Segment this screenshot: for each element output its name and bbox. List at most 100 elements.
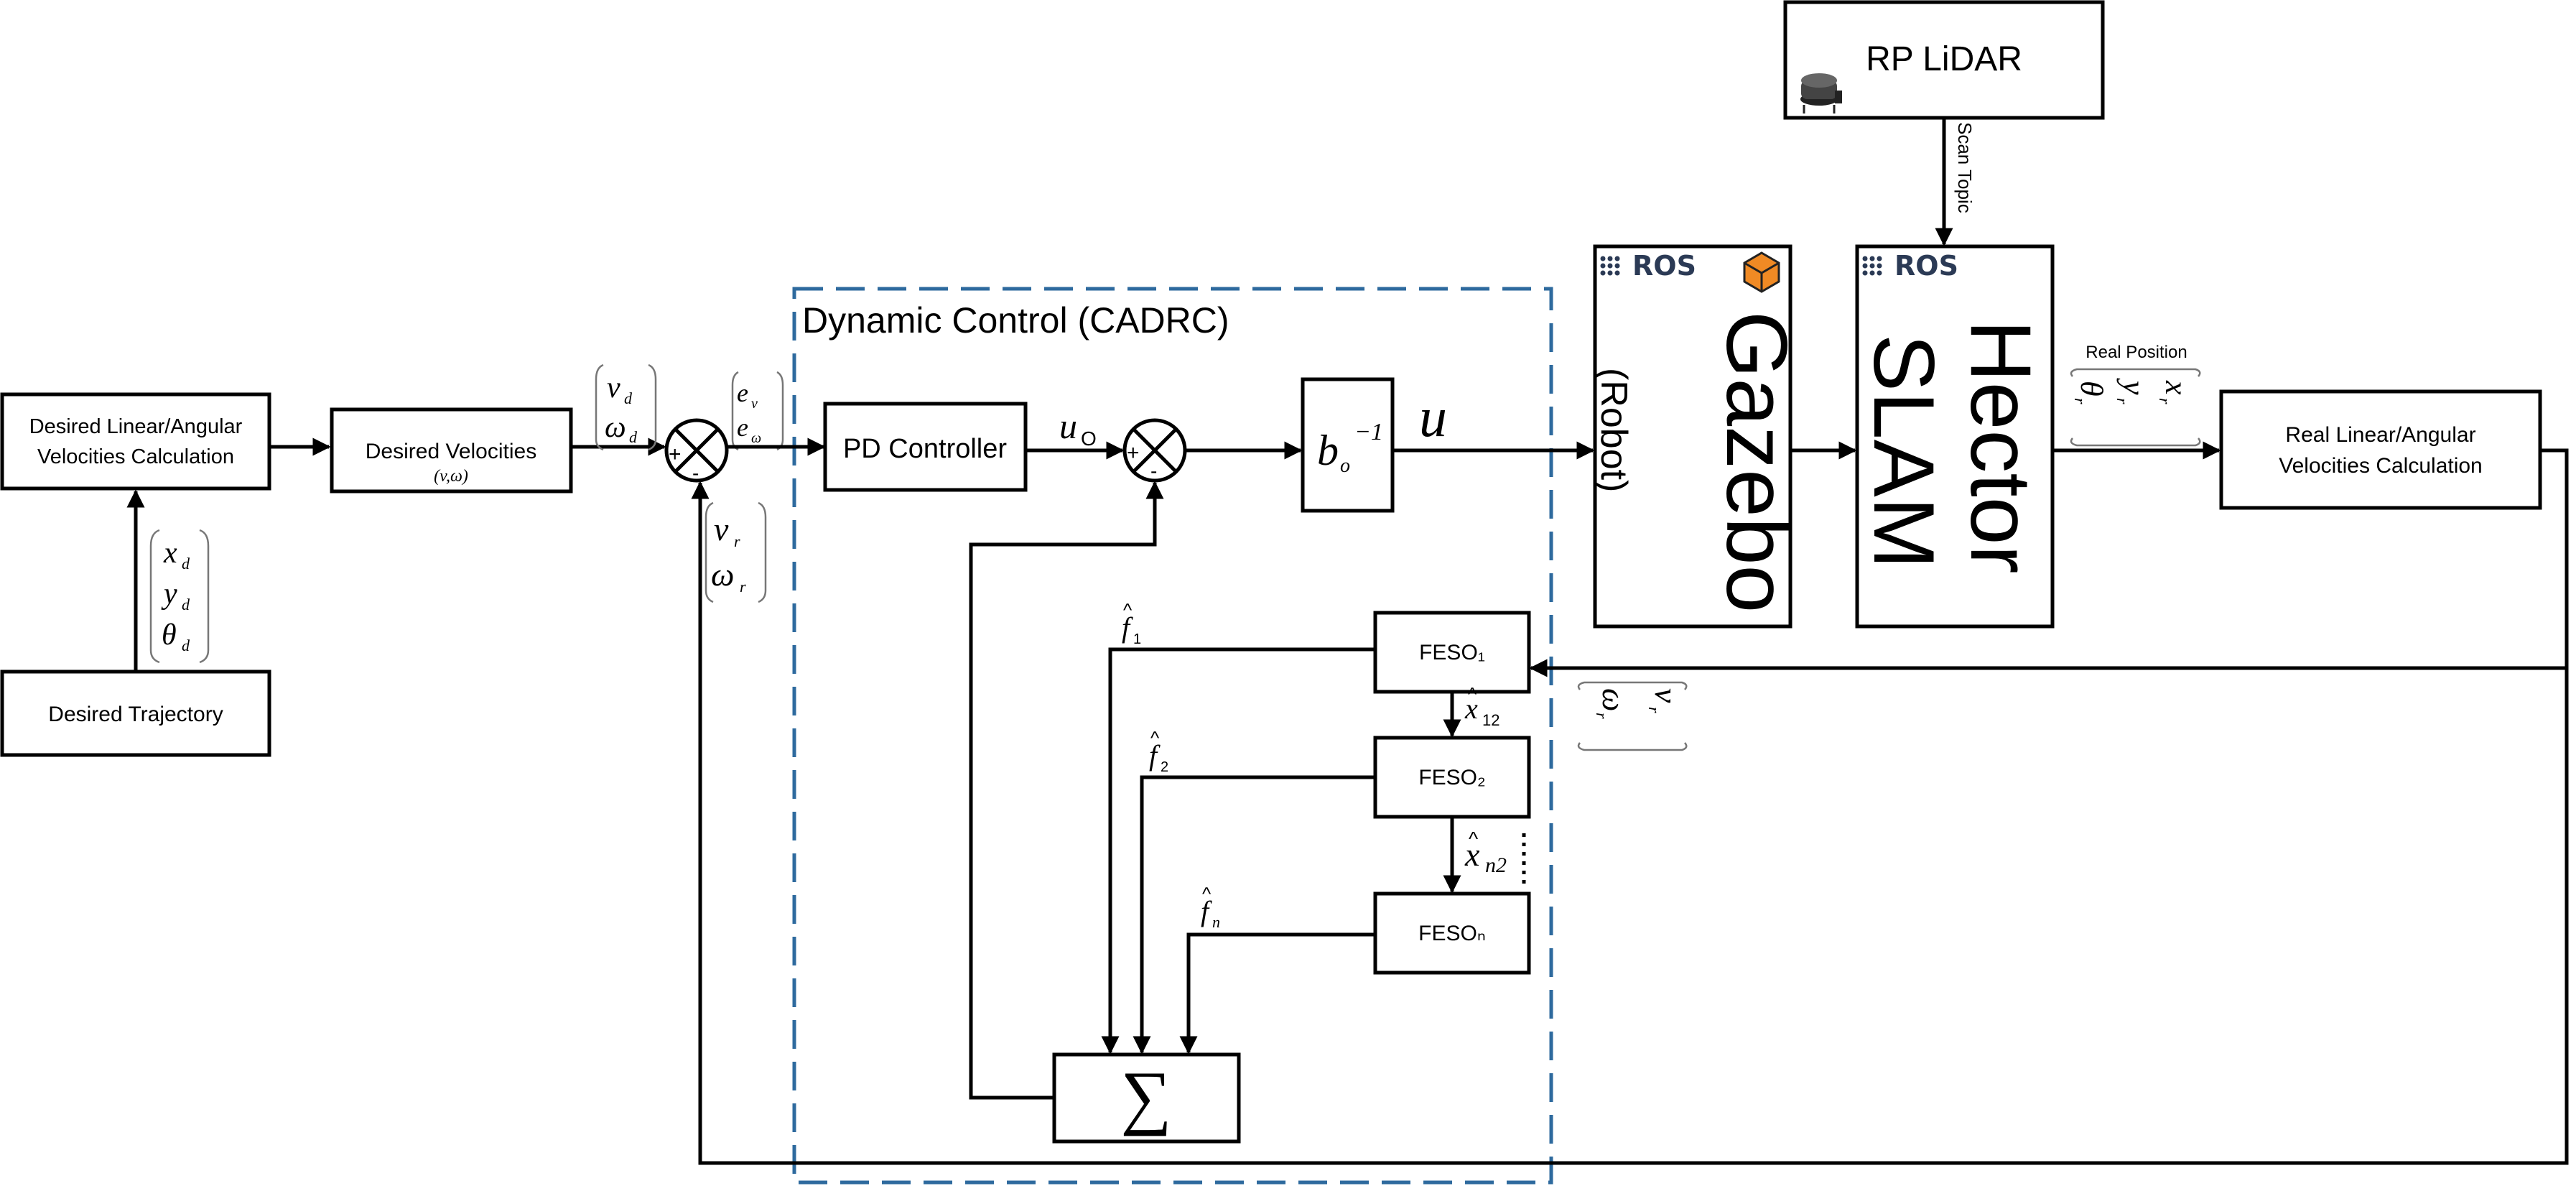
xr-label: x (2159, 380, 2194, 395)
x12-label-group: x ^ 12 (1464, 683, 1499, 729)
feso2-block: FESO₂ (1373, 736, 1531, 819)
hector-ros-label: ROS (1894, 250, 1958, 282)
rp-lidar-label: RP LiDAR (1866, 40, 2022, 78)
feso1-block: FESO₁ (1373, 611, 1531, 694)
vr-right-label: v (1648, 688, 1685, 703)
thr-sub: r (2071, 398, 2089, 404)
summing-junction-1: + - (664, 418, 729, 484)
xr-sub: r (2156, 398, 2174, 404)
x12-sub: 12 (1482, 711, 1499, 729)
u0-label: u (1059, 406, 1077, 446)
svg-text:^: ^ (1202, 883, 1212, 904)
gazebo-block: ROS Gazebo (Robot) (1593, 244, 1805, 629)
ew-label: e (737, 413, 748, 442)
real-calc-line1: Real Linear/Angular (2285, 423, 2475, 447)
b-inv-sup: −1 (1354, 419, 1383, 445)
desired-trajectory-block: Desired Trajectory (0, 670, 271, 757)
ev-label: e (737, 379, 748, 407)
yd-label: y (161, 578, 177, 611)
sigma-label: ∑ (1120, 1057, 1171, 1136)
fn-sub: n (1212, 913, 1220, 931)
pd-controller-block: PD Controller (823, 402, 1028, 492)
feso2-label: FESO₂ (1418, 766, 1485, 789)
scan-topic-label: Scan Topic (1954, 122, 1976, 213)
vd-label: v (607, 371, 620, 404)
u-label: u (1419, 386, 1447, 448)
xd-label: x (163, 537, 177, 570)
wr-right-sub: r (1593, 713, 1611, 719)
real-pose-vector: x r y r θ r (2070, 368, 2201, 447)
thd-label: θ (162, 619, 177, 652)
wr-right-label: ω (1596, 688, 1632, 711)
desired-trajectory-label: Desired Trajectory (48, 703, 223, 726)
f1-label-group: f ^ 1 (1122, 599, 1141, 647)
vr-sub: r (734, 532, 740, 550)
f2-sub: 2 (1161, 759, 1168, 775)
fn-label-group: f ^ n (1201, 883, 1220, 931)
b-inv-sub: o (1340, 455, 1350, 477)
real-position-label: Real Position (2086, 343, 2187, 362)
ew-sub: ω (751, 430, 761, 446)
sigma-block: ∑ (1052, 1052, 1241, 1144)
svg-text:^: ^ (1469, 828, 1478, 850)
f2-path (1133, 775, 1375, 1055)
b-inverse-block: b o −1 (1301, 377, 1395, 513)
dynamic-control-region (792, 287, 1553, 1185)
x12-label: x (1464, 692, 1478, 725)
gazebo-ros-label: ROS (1632, 250, 1696, 282)
fesoN-block: FESOₙ (1373, 891, 1531, 975)
wd-sub: d (629, 428, 638, 446)
ev-sub: v (751, 396, 758, 412)
thr-label: θ (2074, 381, 2109, 397)
desired-calc-block: Desired Linear/Angular Velocities Calcul… (0, 392, 271, 491)
yr-label: y (2116, 378, 2152, 395)
svg-text:^: ^ (1123, 599, 1133, 621)
sum1-minus: - (692, 462, 699, 484)
f1-path (1101, 647, 1375, 1055)
desired-pose-vector: x d y d θ d (149, 529, 210, 664)
xd-sub: d (182, 555, 190, 573)
sum1-plus: + (669, 443, 682, 466)
pd-controller-label: PD Controller (843, 434, 1007, 464)
error-vector: e v e ω (731, 371, 784, 451)
fesoN-label: FESOₙ (1418, 922, 1486, 945)
desired-velocities-block: Desired Velocities (v,ω) (330, 407, 573, 494)
real-velocity-vector-left: v r ω r (705, 501, 767, 603)
sigma-feedback-path (969, 481, 1164, 1100)
wd-label: ω (605, 411, 626, 444)
ros-dots-icon-2 (1862, 256, 1882, 276)
wr-label: ω (711, 556, 734, 593)
outer-feedback-path (691, 448, 2569, 1165)
vr-right-sub: r (1645, 707, 1663, 713)
summing-junction-2: + - (1122, 418, 1187, 483)
real-calc-block: Real Linear/Angular Velocities Calculati… (2219, 389, 2542, 510)
real-calc-line2: Velocities Calculation (2279, 454, 2483, 478)
hector-slam-block: ROS Hector SLAM (1855, 244, 2055, 629)
vd-sub: d (624, 389, 633, 407)
rp-lidar-block: RP LiDAR (1783, 0, 2105, 120)
feso1-label: FESO₁ (1419, 641, 1485, 664)
u0-sub: O (1081, 427, 1097, 450)
xn2-sub: n2 (1485, 853, 1507, 877)
desired-velocity-vector: v d ω d (595, 363, 657, 451)
f1-sub: 1 (1133, 631, 1141, 647)
svg-text:^: ^ (1468, 683, 1477, 705)
vr-label: v (714, 511, 729, 547)
desired-velocities-label: Desired Velocities (366, 440, 536, 463)
xn2-label-group: x ^ n2 (1464, 828, 1526, 884)
desired-velocities-sub: (v,ω) (434, 467, 468, 486)
xn2-label: x (1464, 836, 1480, 873)
b-inv-base: b (1317, 427, 1339, 474)
dynamic-control-label: Dynamic Control (CADRC) (802, 300, 1229, 340)
thd-sub: d (182, 636, 190, 654)
yr-sub: r (2114, 398, 2131, 404)
hector-label: Hector (1953, 320, 2049, 573)
robot-label: (Robot) (1593, 368, 1635, 492)
ros-dots-icon (1600, 256, 1620, 276)
wr-sub: r (740, 578, 746, 596)
desired-calc-line1: Desired Linear/Angular (29, 415, 243, 438)
real-velocity-vector-right: v r ω r (1577, 681, 1688, 751)
sum2-minus: - (1150, 460, 1157, 482)
fn-path (1179, 932, 1375, 1055)
